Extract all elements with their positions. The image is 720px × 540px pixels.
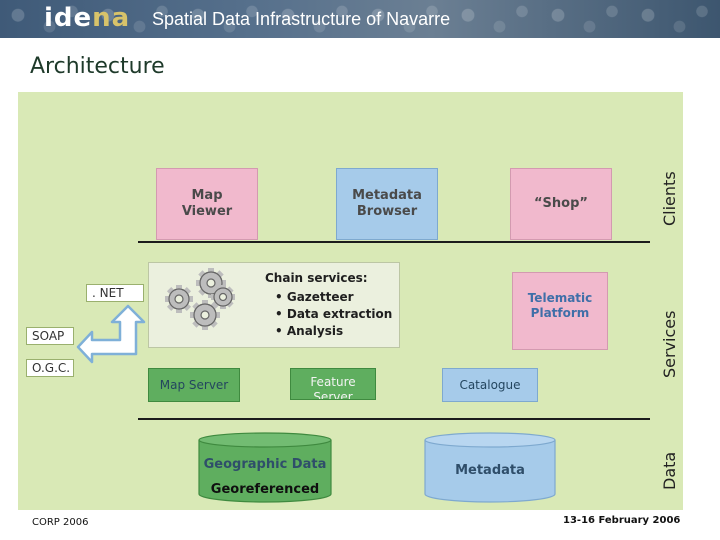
footer-conference: CORP 2006 bbox=[32, 517, 89, 528]
idena-logo: idena bbox=[44, 3, 131, 33]
metadata-browser-box: Metadata Browser bbox=[336, 168, 438, 240]
metadata-browser-label: Metadata Browser bbox=[352, 187, 422, 219]
telematic-platform-box: Telematic Platform bbox=[512, 272, 608, 350]
chain-item-data-extraction: Data extraction bbox=[275, 306, 392, 323]
map-server-label: Map Server bbox=[159, 377, 229, 392]
geographic-data-label: Geographic Data bbox=[203, 457, 327, 472]
layer-label-clients: Clients bbox=[660, 171, 679, 226]
shop-box: “Shop” bbox=[510, 168, 612, 240]
shop-label: “Shop” bbox=[534, 195, 588, 211]
chain-services-title: Chain services: bbox=[265, 271, 368, 285]
gears-icon bbox=[165, 268, 235, 330]
geographic-data-cylinder bbox=[198, 432, 332, 503]
dotnet-label: . NET bbox=[86, 284, 144, 302]
chain-item-gazetteer: Gazetteer bbox=[275, 289, 392, 306]
map-server-box: Map Server bbox=[148, 368, 240, 402]
header-texture bbox=[0, 0, 720, 38]
chain-services-list: Gazetteer Data extraction Analysis bbox=[275, 289, 392, 340]
chain-services-box: Chain services: Gazetteer Data extractio… bbox=[148, 262, 400, 348]
georeferenced-label: Georeferenced bbox=[210, 482, 320, 497]
feature-server-label: Feature Server bbox=[310, 375, 356, 400]
soap-label: SOAP bbox=[26, 327, 74, 345]
telematic-platform-label: Telematic Platform bbox=[527, 291, 593, 320]
divider-services-data bbox=[138, 418, 650, 420]
header-banner: idena Spatial Data Infrastructure of Nav… bbox=[0, 0, 720, 38]
page-title: Architecture bbox=[30, 54, 165, 79]
metadata-cylinder bbox=[424, 432, 556, 503]
layer-label-data: Data bbox=[660, 451, 679, 490]
header-title: Spatial Data Infrastructure of Navarre bbox=[152, 9, 451, 29]
divider-clients-services bbox=[138, 241, 650, 243]
footer-date: 13-16 February 2006 bbox=[563, 515, 681, 526]
layer-label-services: Services bbox=[660, 310, 679, 378]
map-viewer-label: Map Viewer bbox=[181, 187, 233, 219]
chain-item-analysis: Analysis bbox=[275, 323, 392, 340]
catalogue-box: Catalogue bbox=[442, 368, 538, 402]
feature-server-box: Feature Server bbox=[290, 368, 376, 400]
map-viewer-box: Map Viewer bbox=[156, 168, 258, 240]
bent-arrow-icon bbox=[76, 304, 146, 364]
ogc-label: O.G.C. bbox=[26, 359, 74, 377]
catalogue-label: Catalogue bbox=[459, 377, 521, 392]
metadata-label: Metadata bbox=[455, 463, 525, 478]
